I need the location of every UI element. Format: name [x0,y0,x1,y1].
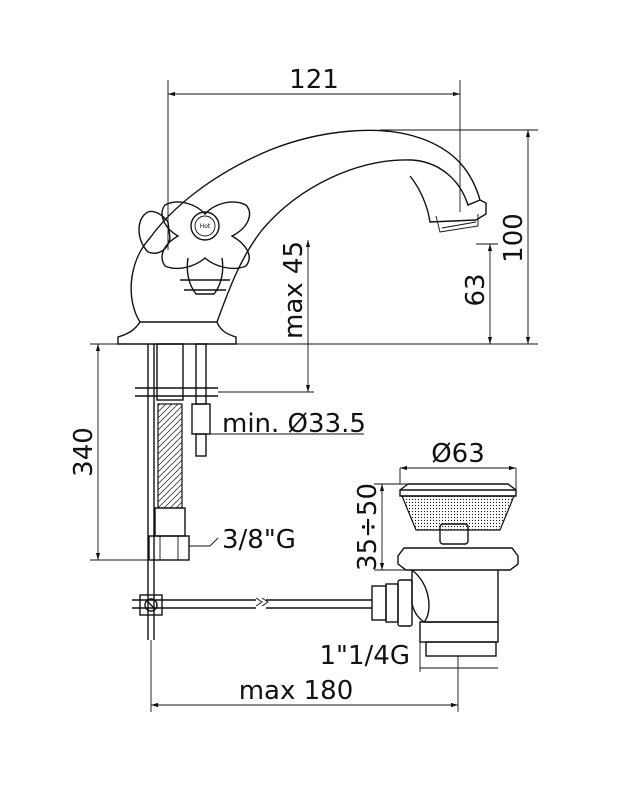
faucet: Hot [117,129,487,345]
dimension-lines [90,80,538,712]
dim-max-45: max 45 [279,241,309,339]
dim-waste-diameter: Ø63 [431,439,485,469]
dim-340: 340 [69,427,99,477]
dim-63: 63 [461,273,491,306]
dim-waste-height: 35÷50 [353,483,383,571]
dim-waste-thread: 1"1/4G [320,641,411,671]
pop-up-waste [371,483,519,657]
dim-100: 100 [499,213,529,263]
hot-label: Hot [200,223,211,230]
tailpieces [132,343,372,640]
dim-connection: 3/8"G [222,525,296,555]
dim-121: 121 [289,65,339,95]
dim-max-180: max 180 [239,676,354,706]
dim-min-hole: min. Ø33.5 [222,409,366,439]
